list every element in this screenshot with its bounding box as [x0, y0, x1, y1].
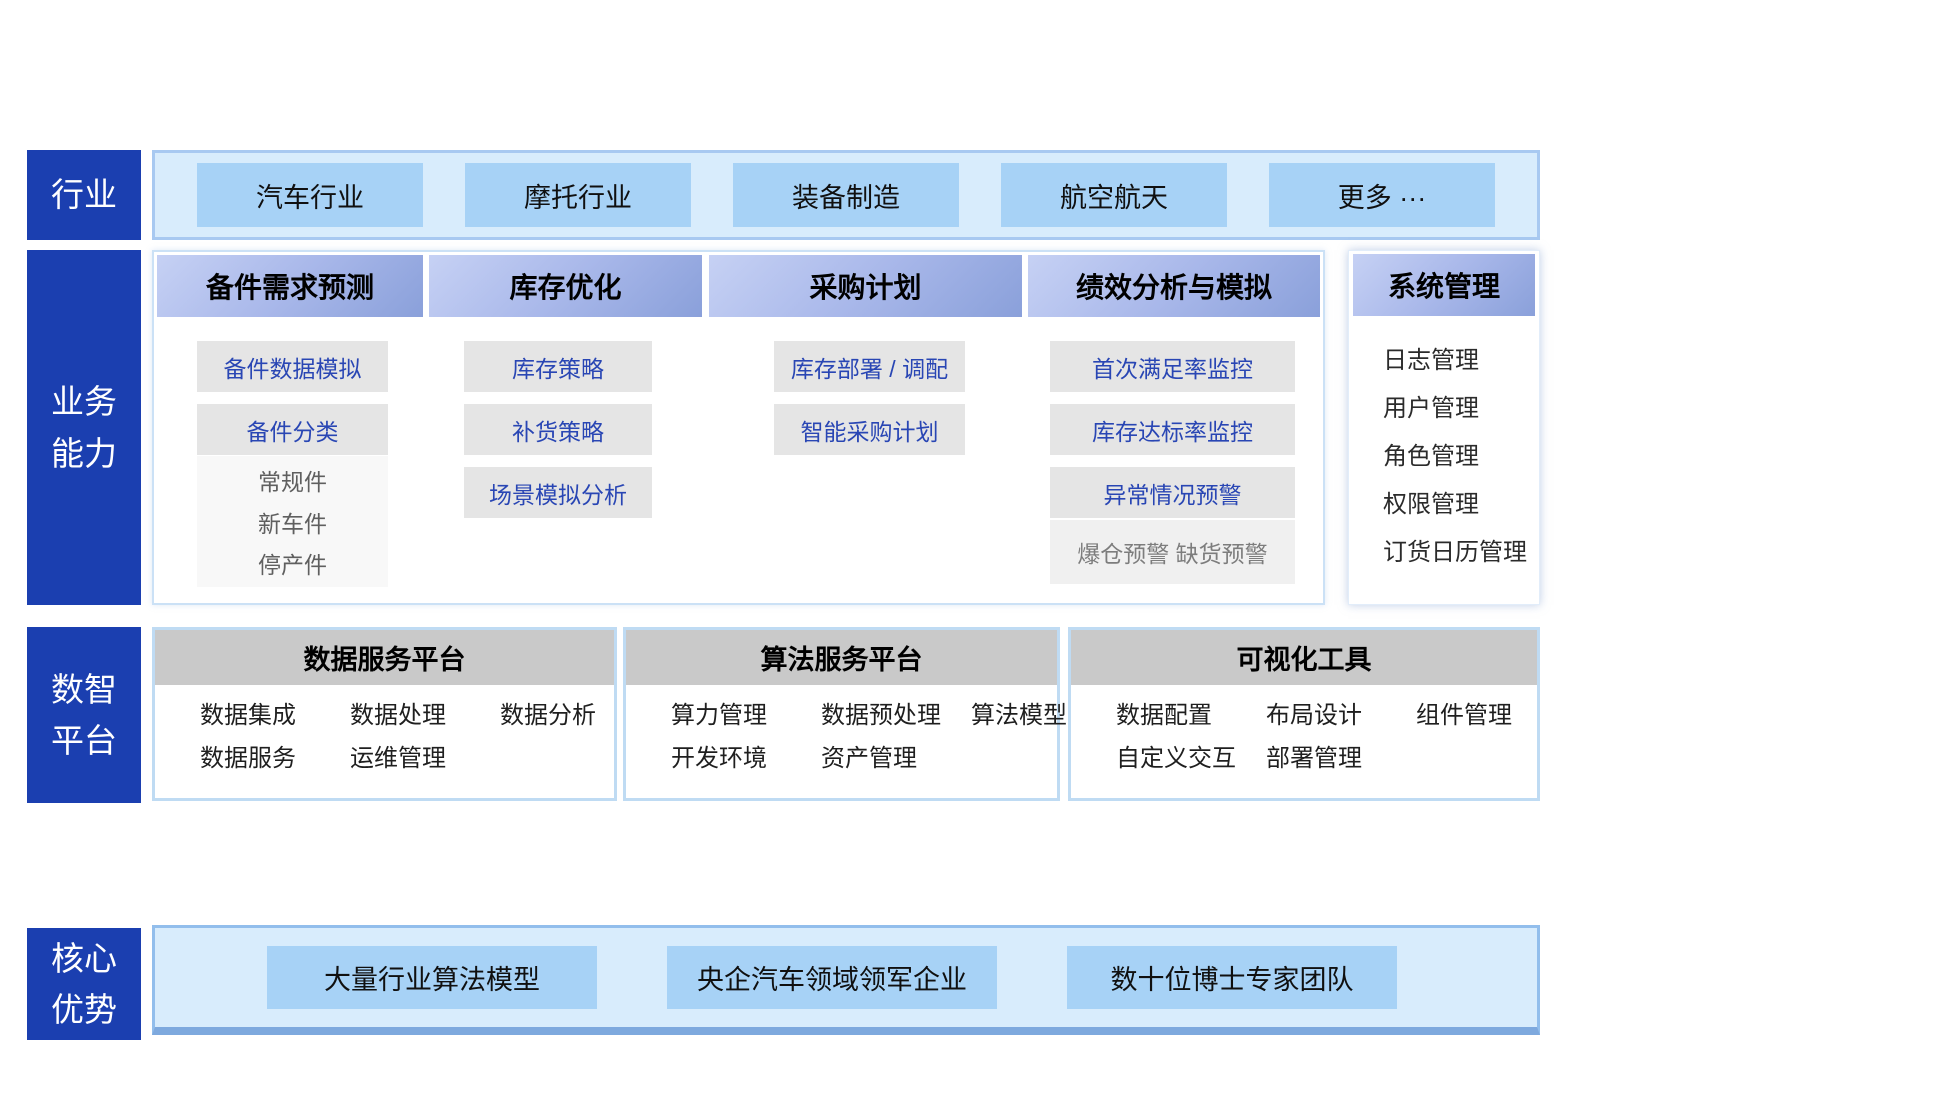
capability-item-spare-data-simulation: 备件数据模拟 [197, 341, 388, 392]
platform-item-data-preprocessing: 数据预处理 [821, 702, 941, 729]
system-item-user-management: 用户管理 [1383, 395, 1479, 422]
capability-item-inventory-compliance-monitor: 库存达标率监控 [1050, 404, 1295, 455]
platform-item-deploy-management: 部署管理 [1266, 745, 1362, 772]
system-management-card: 系统管理 日志管理 用户管理 角色管理 权限管理 订货日历管理 [1348, 250, 1540, 605]
abnormal-alert-sub-note: 爆仓预警 缺货预警 [1050, 520, 1295, 584]
capability-item-spare-classification: 备件分类 [197, 404, 388, 455]
platform-item-custom-interaction: 自定义交互 [1116, 745, 1236, 772]
spare-classification-sublist: 常规件 新车件 停产件 [197, 456, 388, 587]
data-service-platform-card: 数据服务平台 数据集成 数据处理 数据分析 数据服务 运维管理 [152, 627, 617, 801]
system-item-permission-management: 权限管理 [1383, 491, 1479, 518]
industry-item-motorcycle: 摩托行业 [465, 163, 691, 227]
platform-item-algorithm-model: 算法模型 [971, 702, 1067, 729]
capability-item-inventory-strategy: 库存策略 [464, 341, 652, 392]
sidebar-label-business-capability: 业务 能力 [27, 250, 141, 605]
capability-item-replenishment-strategy: 补货策略 [464, 404, 652, 455]
platform-item-dev-environment: 开发环境 [671, 745, 767, 772]
capability-item-smart-procurement: 智能采购计划 [774, 404, 965, 455]
algorithm-service-platform-items: 算力管理 数据预处理 算法模型 开发环境 资产管理 [626, 685, 1067, 777]
column-header-spare-parts-forecast: 备件需求预测 [157, 255, 423, 317]
data-service-platform-items: 数据集成 数据处理 数据分析 数据服务 运维管理 [155, 685, 614, 777]
column-header-performance-analysis: 绩效分析与模拟 [1028, 255, 1320, 317]
platform-item-data-service: 数据服务 [200, 745, 296, 772]
sublist-item-new-car-parts: 新车件 [258, 510, 327, 537]
industry-row: 汽车行业 摩托行业 装备制造 航空航天 更多 ··· [152, 150, 1540, 240]
visualization-tools-card: 可视化工具 数据配置 布局设计 组件管理 自定义交互 部署管理 [1068, 627, 1540, 801]
system-item-log-management: 日志管理 [1383, 347, 1479, 374]
industry-item-automotive: 汽车行业 [197, 163, 423, 227]
system-management-header: 系统管理 [1353, 254, 1535, 316]
system-management-list: 日志管理 用户管理 角色管理 权限管理 订货日历管理 [1349, 337, 1539, 577]
advantage-item-leading-enterprise: 央企汽车领域领军企业 [667, 946, 997, 1009]
column-header-inventory-optimization: 库存优化 [429, 255, 702, 317]
sidebar-label-digital-platform: 数智 平台 [27, 627, 141, 803]
capability-item-abnormal-alert: 异常情况预警 [1050, 467, 1295, 518]
platform-item-ops-management: 运维管理 [350, 745, 446, 772]
business-capability-panel: 备件需求预测 库存优化 采购计划 绩效分析与模拟 备件数据模拟 备件分类 常规件… [152, 250, 1325, 605]
core-advantage-row: 大量行业算法模型 央企汽车领域领军企业 数十位博士专家团队 [152, 925, 1540, 1035]
algorithm-service-platform-card: 算法服务平台 算力管理 数据预处理 算法模型 开发环境 资产管理 [623, 627, 1067, 801]
platform-item-layout-design: 布局设计 [1266, 702, 1362, 729]
algorithm-service-platform-header: 算法服务平台 [626, 630, 1057, 685]
sidebar-label-industry: 行业 [27, 150, 141, 240]
visualization-tools-header: 可视化工具 [1071, 630, 1537, 685]
platform-item-data-config: 数据配置 [1116, 702, 1212, 729]
advantage-item-phd-team: 数十位博士专家团队 [1067, 946, 1397, 1009]
platform-item-asset-management: 资产管理 [821, 745, 917, 772]
sublist-item-discontinued-parts: 停产件 [258, 551, 327, 578]
capability-item-first-fill-rate-monitor: 首次满足率监控 [1050, 341, 1295, 392]
sublist-item-regular-parts: 常规件 [258, 469, 327, 496]
industry-item-equipment: 装备制造 [733, 163, 959, 227]
column-header-procurement-plan: 采购计划 [709, 255, 1022, 317]
industry-item-more: 更多 ··· [1269, 163, 1495, 227]
capability-item-inventory-deployment: 库存部署 / 调配 [774, 341, 965, 392]
platform-item-data-processing: 数据处理 [350, 702, 446, 729]
platform-item-compute-management: 算力管理 [671, 702, 767, 729]
data-service-platform-header: 数据服务平台 [155, 630, 614, 685]
system-item-role-management: 角色管理 [1383, 443, 1479, 470]
visualization-tools-items: 数据配置 布局设计 组件管理 自定义交互 部署管理 [1071, 685, 1537, 777]
platform-item-component-management: 组件管理 [1416, 702, 1512, 729]
capability-item-scenario-simulation: 场景模拟分析 [464, 467, 652, 518]
sidebar-label-core-advantage: 核心 优势 [27, 928, 141, 1040]
platform-item-data-integration: 数据集成 [200, 702, 296, 729]
advantage-item-algorithm-models: 大量行业算法模型 [267, 946, 597, 1009]
platform-item-data-analysis: 数据分析 [500, 702, 596, 729]
system-item-order-calendar-management: 订货日历管理 [1383, 539, 1527, 566]
industry-item-aerospace: 航空航天 [1001, 163, 1227, 227]
